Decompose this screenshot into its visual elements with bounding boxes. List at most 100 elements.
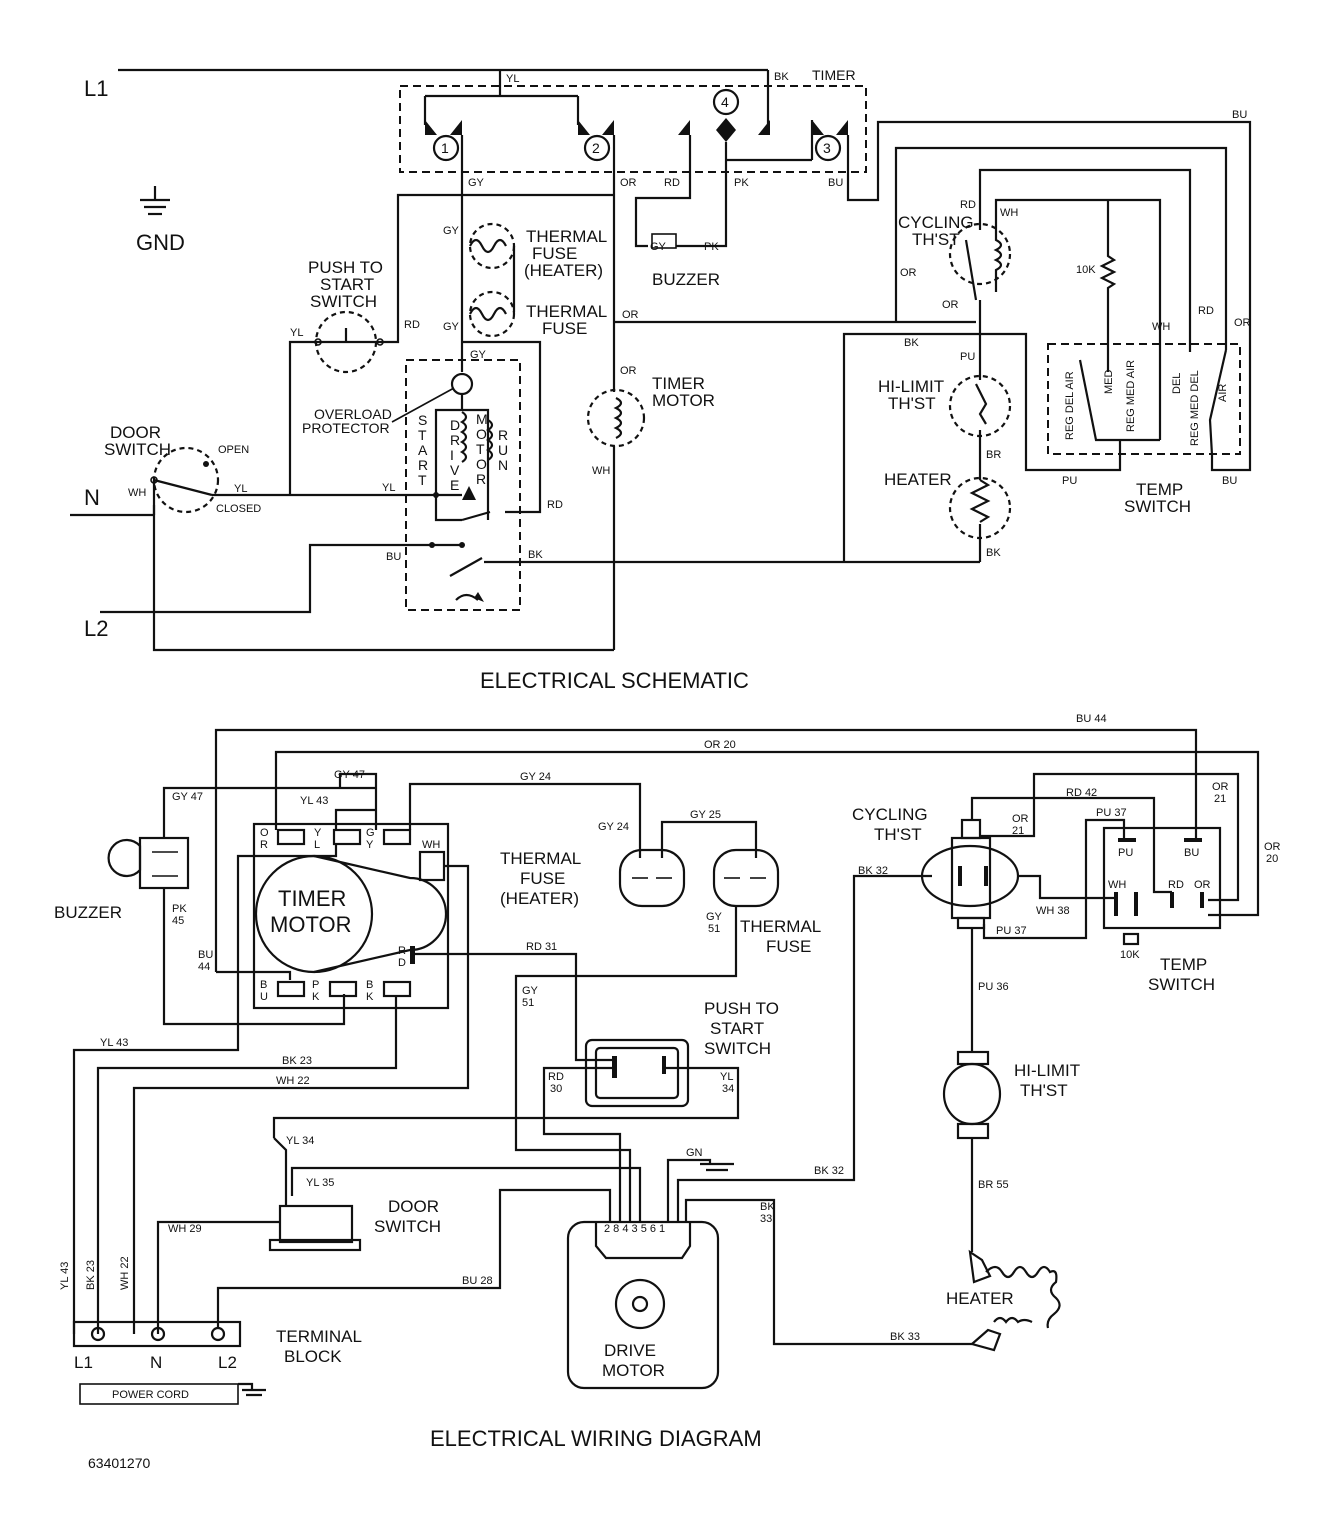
tt-yl-l: L — [314, 839, 320, 851]
wd-tb-2: BLOCK — [284, 1347, 342, 1366]
tag-yl-motor: YL — [382, 482, 395, 494]
gnd-label: GND — [136, 230, 185, 255]
wl-br55: BR 55 — [978, 1179, 1009, 1191]
wl-20-r: 20 — [1266, 853, 1278, 865]
temp-switch-box — [1047, 343, 1241, 455]
wl-bk32-low: BK 32 — [814, 1165, 844, 1177]
wd-timer-motor-label-2: MOTOR — [270, 912, 351, 937]
drive-d: D — [450, 417, 460, 433]
tt-or-r: R — [260, 839, 268, 851]
wd-drive-1: DRIVE — [604, 1341, 656, 1360]
timer-motor-block — [252, 822, 450, 1010]
tag-rd-motor: RD — [547, 499, 563, 511]
wd-hl-1: HI-LIMIT — [1014, 1061, 1080, 1080]
run-n: N — [498, 457, 508, 473]
tt-or-o: O — [260, 827, 269, 839]
tt-gy-y: Y — [366, 839, 374, 851]
wl-pu36: PU 36 — [978, 981, 1009, 993]
motor-r: R — [476, 471, 486, 487]
wd-res10k: 10K — [1120, 949, 1140, 961]
run-r: R — [498, 427, 508, 443]
drive-motor-body — [566, 1220, 720, 1390]
timer-motor-label: TIMER — [652, 374, 705, 393]
wl-bk23: BK 23 — [282, 1055, 312, 1067]
heater-label: HEATER — [884, 470, 952, 489]
tag-rd-cyc: RD — [960, 199, 976, 211]
wl-bk33: BK 33 — [890, 1331, 920, 1343]
tt-pk-p: P — [312, 979, 319, 991]
door-switch-label: DOOR — [110, 423, 161, 442]
ground-icon — [140, 186, 170, 216]
wl-wh38: WH 38 — [1036, 905, 1070, 917]
start-r: R — [418, 457, 428, 473]
motor-t: T — [476, 441, 485, 457]
wl-33-m: 33 — [760, 1213, 772, 1225]
wl-51-tf: 51 — [708, 923, 720, 935]
tag-pk-timer: PK — [734, 177, 749, 189]
tag-pu-hl: PU — [960, 351, 975, 363]
wl-or-r: OR — [1264, 841, 1281, 853]
tag-wh-temp: WH — [1152, 321, 1170, 333]
tag-br-heat: BR — [986, 449, 1001, 461]
wl-yl34: YL 34 — [286, 1135, 314, 1147]
overload-label-2: PROTECTOR — [302, 420, 390, 436]
tag-gy-buzz: GY — [650, 241, 667, 253]
temp-pos-2: MED — [1103, 370, 1115, 395]
tag-gy-motor: GY — [470, 349, 487, 361]
wl-or-c: OR — [1012, 813, 1029, 825]
tag-or-tm: OR — [620, 365, 637, 377]
heater-terminal-upper — [968, 1249, 992, 1284]
buzzer-body — [138, 836, 190, 890]
wl-44-l: 44 — [198, 961, 210, 973]
buzzer-icon — [107, 838, 142, 878]
wl-bk32-up: BK 32 — [858, 865, 888, 877]
tag-or-bus: OR — [622, 309, 639, 321]
wd-door-2: SWITCH — [374, 1217, 441, 1236]
wd-drive-2: MOTOR — [602, 1361, 665, 1380]
start-s: S — [418, 412, 427, 428]
wl-pu37-low: PU 37 — [996, 925, 1027, 937]
motor-o: O — [476, 426, 487, 442]
wl-gy25: GY 25 — [690, 809, 721, 821]
drive-r: R — [450, 432, 460, 448]
motor-m: M — [476, 411, 488, 427]
drive-i: I — [450, 447, 454, 463]
tt-pk-k: K — [312, 991, 320, 1003]
wl-bu44: BU 44 — [1076, 713, 1107, 725]
tag-gy-timer: GY — [468, 177, 485, 189]
wl-bk-m: BK — [760, 1201, 775, 1213]
wl-wh22: WH 22 — [276, 1075, 310, 1087]
timer-label: TIMER — [812, 67, 856, 83]
tt-bk-k: K — [366, 991, 374, 1003]
power-cord — [79, 1383, 239, 1405]
tag-rd-temp: RD — [1198, 305, 1214, 317]
tt-gy-g: G — [366, 827, 375, 839]
tag-bu-temp: BU — [1222, 475, 1237, 487]
wl-bu28: BU 28 — [462, 1275, 493, 1287]
start-t: T — [418, 427, 427, 443]
wd-cycling-2: TH'ST — [874, 825, 922, 844]
push-start-label-2: START — [320, 275, 374, 294]
wl-yl43-left: YL 43 — [100, 1037, 128, 1049]
temp-pos-1: REG DEL AIR — [1064, 371, 1076, 440]
wl-45: 45 — [172, 915, 184, 927]
wl-34-p: 34 — [722, 1083, 734, 1095]
wl-51: 51 — [522, 997, 534, 1009]
tag-bk-motor: BK — [528, 549, 543, 561]
tt-wh: WH — [422, 839, 440, 851]
tag-yl-top: YL — [506, 73, 519, 85]
hi-limit-thermostat — [942, 1062, 1002, 1126]
part-number: 63401270 — [88, 1455, 151, 1471]
wd-buzzer-label: BUZZER — [54, 903, 122, 922]
door-switch-body — [278, 1204, 354, 1244]
wl-bk23-v: BK 23 — [85, 1260, 97, 1290]
push-start-label: PUSH TO — [308, 258, 383, 277]
res10k-label: 10K — [1076, 264, 1096, 276]
cycling-label-2: TH'ST — [912, 230, 960, 249]
l2-label: L2 — [84, 616, 108, 641]
wl-rd-p: RD — [548, 1071, 564, 1083]
temp-pos-5: REG MED DEL — [1189, 370, 1201, 446]
wd-power-cord: POWER CORD — [112, 1389, 189, 1401]
timer-contact-3: 3 — [823, 140, 831, 156]
wl-rd42: RD 42 — [1066, 787, 1097, 799]
